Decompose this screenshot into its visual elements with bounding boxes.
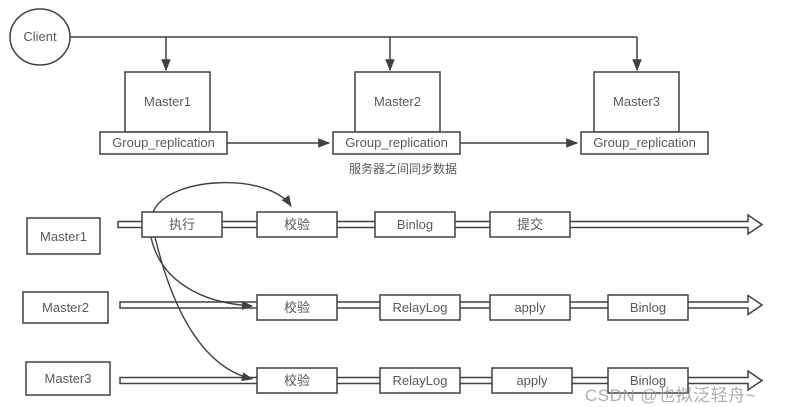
- step-commit-m1: 提交: [489, 211, 571, 238]
- timeline-master3-label: Master3: [45, 371, 92, 386]
- step-verify-m1: 校验: [256, 211, 338, 238]
- master2-box: [354, 71, 441, 133]
- master3-node: Master3: [593, 71, 680, 133]
- step-label-binlog-m2: Binlog: [630, 300, 666, 315]
- curve-execute-to-verify-m3: [154, 236, 254, 381]
- step-box-binlog-m3: [607, 367, 689, 394]
- step-binlog-m2: Binlog: [607, 294, 689, 321]
- timeline-master2-label-node: Master2: [22, 291, 109, 324]
- step-label-apply-m3: apply: [516, 373, 548, 388]
- step-label-commit-m1: 提交: [517, 217, 543, 232]
- step-box-verify-m2: [256, 294, 338, 321]
- step-box-execute-m1: [141, 211, 223, 238]
- group-replication3-box: [580, 131, 709, 155]
- step-label-binlog-m1: Binlog: [397, 217, 433, 232]
- step-relaylog-m3: RelayLog: [379, 367, 461, 394]
- step-box-commit-m1: [489, 211, 571, 238]
- step-box-apply-m3: [491, 367, 573, 394]
- step-apply-m2: apply: [489, 294, 571, 321]
- step-box-binlog-m2: [607, 294, 689, 321]
- curve-execute-to-verify-m2: [150, 236, 254, 310]
- step-apply-m3: apply: [491, 367, 573, 394]
- step-label-relaylog-m2: RelayLog: [393, 300, 448, 315]
- step-box-verify-m1: [256, 211, 338, 238]
- step-label-verify-m1: 校验: [284, 217, 310, 232]
- step-label-relaylog-m3: RelayLog: [393, 373, 448, 388]
- step-execute-m1: 执行: [141, 211, 223, 238]
- timeline-master3-label-box: [25, 361, 111, 396]
- master1-node: Master1: [124, 71, 211, 133]
- timeline-master1-label-box: [26, 217, 101, 255]
- client-node: Client: [9, 8, 71, 66]
- timeline-master2-label: Master2: [42, 300, 89, 315]
- step-box-apply-m2: [489, 294, 571, 321]
- step-label-verify-m2: 校验: [284, 300, 310, 315]
- step-label-apply-m2: apply: [514, 300, 546, 315]
- step-box-relaylog-m3: [379, 367, 461, 394]
- group-replication2-node: Group_replication: [332, 131, 461, 155]
- step-box-relaylog-m2: [379, 294, 461, 321]
- step-verify-m3: 校验: [256, 367, 338, 394]
- step-box-binlog-m1: [374, 211, 456, 238]
- master3-label: Master3: [613, 94, 660, 109]
- timeline-master1-label-node: Master1: [26, 217, 101, 255]
- group-replication2-label: Group_replication: [345, 135, 448, 150]
- sync-caption: 服务器之间同步数据: [349, 161, 457, 176]
- timeline-master3-label-node: Master3: [25, 361, 111, 396]
- step-label-execute-m1: 执行: [169, 217, 195, 232]
- master2-label: Master2: [374, 94, 421, 109]
- timeline-master2-label-box: [22, 291, 109, 324]
- master2-node: Master2: [354, 71, 441, 133]
- master3-box: [593, 71, 680, 133]
- curve-execute-to-verify-m1: [152, 182, 292, 213]
- step-box-verify-m3: [256, 367, 338, 394]
- master1-label: Master1: [144, 94, 191, 109]
- client-label: Client: [23, 29, 57, 44]
- step-binlog-m3: Binlog: [607, 367, 689, 394]
- step-verify-m2: 校验: [256, 294, 338, 321]
- group-replication1-node: Group_replication: [99, 131, 228, 155]
- group-replication3-node: Group_replication: [580, 131, 709, 155]
- step-binlog-m1: Binlog: [374, 211, 456, 238]
- group-replication3-label: Group_replication: [593, 135, 696, 150]
- step-relaylog-m2: RelayLog: [379, 294, 461, 321]
- timeline-master1-label: Master1: [40, 229, 87, 244]
- step-label-binlog-m3: Binlog: [630, 373, 666, 388]
- group-replication1-label: Group_replication: [112, 135, 215, 150]
- step-label-verify-m3: 校验: [284, 373, 310, 388]
